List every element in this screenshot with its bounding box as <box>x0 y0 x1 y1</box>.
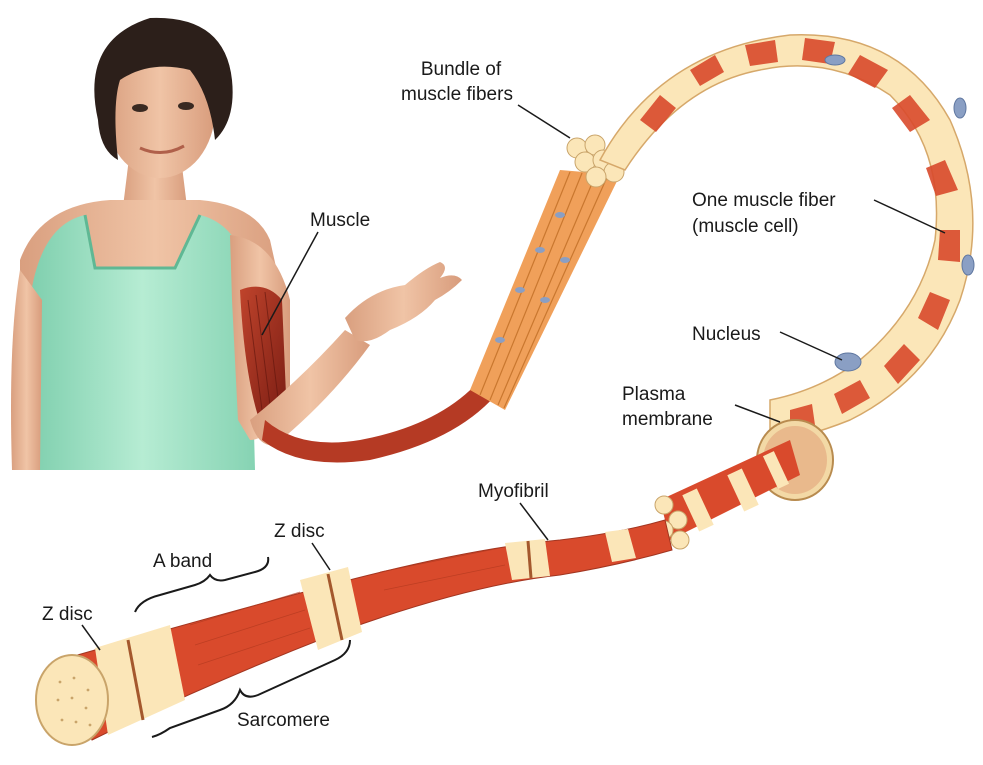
fiber-body <box>600 35 973 440</box>
right-eye <box>178 102 194 110</box>
label-zdisc-left: Z disc <box>42 604 93 625</box>
label-myofibril: Myofibril <box>478 481 549 502</box>
label-plasma-line1: Plasma <box>622 384 686 405</box>
nucleus-main <box>835 353 861 371</box>
myofibril-leader <box>520 503 548 540</box>
nucleus-dot <box>962 255 974 275</box>
bundle-leader <box>518 105 570 138</box>
label-plasma-line2: membrane <box>622 409 713 430</box>
label-bundle-line2: muscle fibers <box>401 84 513 105</box>
label-muscle: Muscle <box>310 210 370 231</box>
nucleus-leader <box>780 332 842 360</box>
muscle-to-bundle <box>262 135 624 463</box>
zdisc-top-leader <box>312 543 330 570</box>
fiber-leader <box>874 200 945 233</box>
muscle-fiber <box>600 35 974 500</box>
nucleus-dot <box>825 55 845 65</box>
label-nucleus: Nucleus <box>692 324 761 345</box>
single-myofibril <box>36 520 672 745</box>
left-eye <box>132 104 148 112</box>
label-fiber-line2: (muscle cell) <box>692 216 799 237</box>
label-bundle-line1: Bundle of <box>421 59 502 80</box>
nucleus-dot <box>954 98 966 118</box>
fiber-bundle <box>470 170 620 410</box>
label-sarcomere: Sarcomere <box>237 710 330 731</box>
zdisc-left-leader <box>82 625 100 650</box>
label-fiber-line1: One muscle fiber <box>692 190 836 211</box>
myofibril-end-cap <box>36 655 108 745</box>
label-zdisc-top: Z disc <box>274 521 325 542</box>
left-arm <box>11 270 42 470</box>
hand <box>345 262 462 341</box>
woman-figure <box>11 18 462 470</box>
label-aband: A band <box>153 551 212 572</box>
